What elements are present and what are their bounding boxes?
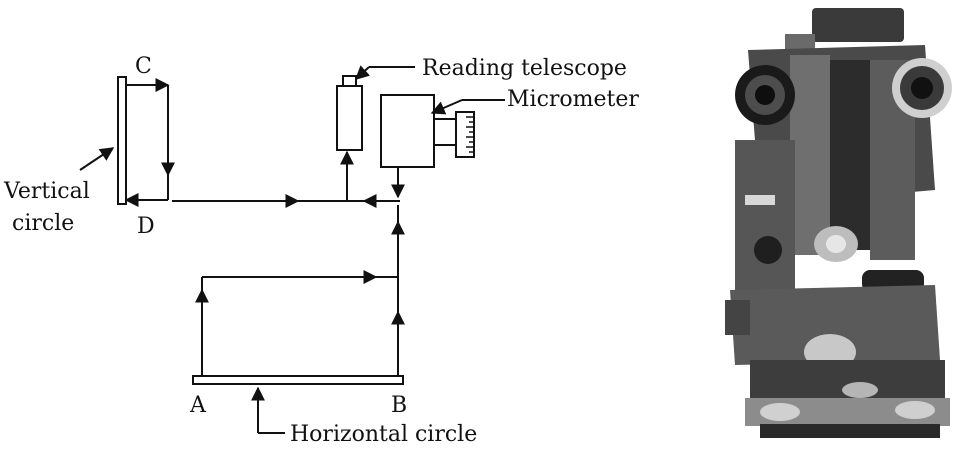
label-c: C <box>135 54 152 79</box>
micrometer-box <box>380 94 435 168</box>
label-d: D <box>137 214 155 239</box>
label-b: B <box>391 393 407 418</box>
reading-telescope-leader-arrow <box>354 65 371 80</box>
micrometer-scale-ticks <box>466 116 474 153</box>
theodolite-photo <box>725 8 952 438</box>
micrometer-leader-arrow <box>430 99 463 115</box>
label-vertical-circle-line1: Vertical <box>3 179 90 204</box>
label-a: A <box>189 393 207 418</box>
label-reading-telescope: Reading telescope <box>422 56 627 81</box>
horizontal-circle-plate <box>192 375 404 385</box>
optical-path-diagram <box>79 65 505 434</box>
label-horizontal-circle: Horizontal circle <box>290 422 477 447</box>
vertical-circle-plate <box>117 76 127 205</box>
reading-telescope-body <box>336 85 363 151</box>
vertical-circle-leader <box>79 147 115 171</box>
reading-telescope-eyepiece <box>342 75 357 87</box>
label-vertical-circle-line2: circle <box>12 211 74 236</box>
micrometer-scale <box>455 111 475 158</box>
label-micrometer: Micrometer <box>507 87 639 112</box>
